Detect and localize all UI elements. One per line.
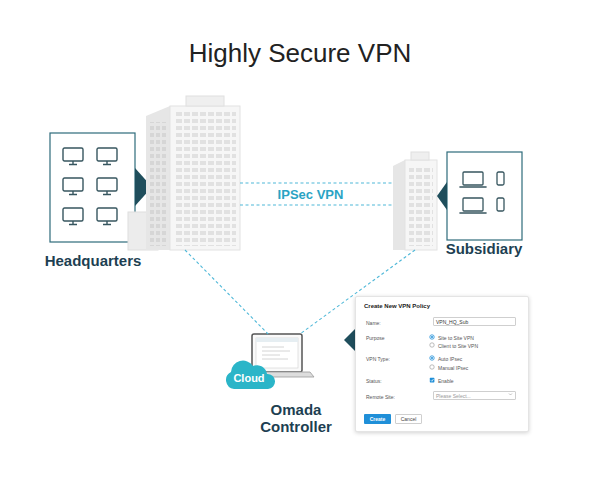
select-field: Please Select... [433,391,516,400]
field-text: Enable [438,378,454,384]
node-title: Create [364,414,391,424]
text-input: VPN_HQ_Sub [433,317,516,326]
vpn-policy-panel: Create New VPN PolicyName: Purpose Site to… [355,296,529,432]
site-node: Headquarters [140,100,240,250]
node-title: Cancel [396,415,421,423]
monitor-icon [63,148,83,165]
node-title: Headquarters [38,252,148,269]
controller-node: Omada Controller [240,334,314,378]
phone-icon [497,198,504,211]
monitor-icon [97,208,117,225]
building-side [393,160,405,250]
field-text: Manual IPsec [438,365,468,371]
node-title: Cloud [222,372,276,385]
field-text: Name: [366,320,381,326]
screen-bar [256,338,298,342]
building-roof [186,96,224,106]
node-title: Omada Controller [246,401,346,435]
laptop-icon [460,198,486,213]
node-title: Please Select... [434,392,515,399]
pointer-triangle [437,182,447,210]
laptop-icon [460,172,486,187]
building-annex [128,212,158,250]
monitor-icon [63,178,83,195]
field-text: Site to Site VPN [438,335,474,341]
edge-label: IPSec VPN [275,186,347,201]
field-text: Remote Site: [366,394,395,400]
building-front [405,160,437,250]
building-windows [175,112,236,246]
field-text: Client to Site VPN [438,343,478,349]
field-text: Purpose [366,335,385,341]
screen-lines [262,347,290,359]
phone-icon [497,172,504,185]
monitor-icon [97,178,117,195]
cloud-badge: Cloud [222,360,276,390]
diagram-title: Highly Secure VPN [0,38,600,68]
secondary-button: Cancel [395,414,422,424]
building-roof [411,152,429,160]
monitor-icon [63,208,83,225]
vpn-link [240,182,393,183]
field-text: VPN Type: [366,356,390,362]
field-text: Status: [366,378,382,384]
node-title: VPN_HQ_Sub [434,318,515,325]
node-title: Create New VPN Policy [364,303,430,310]
vpn-link [185,250,268,334]
screen-window [256,338,298,368]
monitor-icon [97,148,117,165]
device-panel [50,133,135,242]
building-windows [149,122,167,246]
pointer-triangle [135,168,152,206]
device-panel [447,152,522,240]
building-windows [409,166,433,246]
building-front [170,106,240,250]
primary-button: Create [364,414,391,424]
site-node: Subsidiary [393,152,437,250]
node-title: Subsidiary [434,240,534,257]
field-text: Auto IPsec [438,356,462,362]
vpn-link [240,204,393,205]
building-side [146,106,170,250]
